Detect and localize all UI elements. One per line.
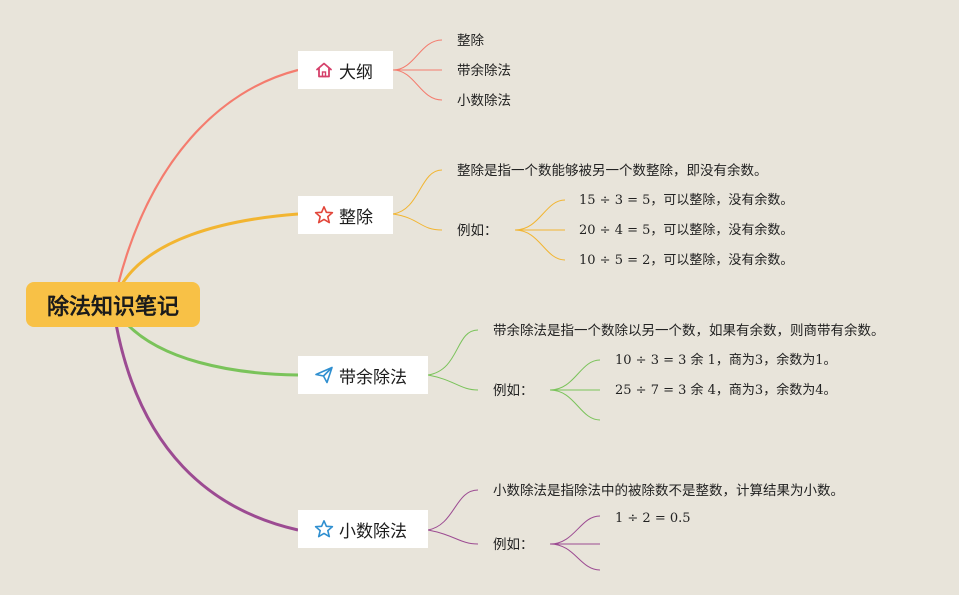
paper-plane-icon <box>314 365 334 385</box>
topic-remainder-label: 带余除法 <box>339 367 407 388</box>
exact-definition: 整除是指一个数能够被另一个数整除，即没有余数。 <box>457 163 768 179</box>
star-outline-icon <box>314 519 334 539</box>
decimal-example-label: 例如： <box>493 537 534 553</box>
topic-exact[interactable]: 整除 <box>298 196 393 234</box>
link-dec-eg-1 <box>549 515 601 545</box>
link-root-outline <box>116 68 299 286</box>
link-outline-3 <box>392 69 443 101</box>
link-rem-eg-3 <box>549 389 601 421</box>
house-icon <box>314 60 334 80</box>
outline-item-1: 整除 <box>457 33 484 49</box>
link-root-decimal <box>114 323 299 532</box>
topic-outline-label: 大纲 <box>339 62 373 83</box>
topic-decimal[interactable]: 小数除法 <box>298 510 428 548</box>
link-dec-eg-3 <box>549 543 601 571</box>
link-root-remainder <box>123 320 299 377</box>
link-exact-eg-1 <box>514 199 566 231</box>
link-exact-eg <box>392 213 443 231</box>
link-exact-eg-3 <box>514 229 566 261</box>
remainder-example-label: 例如： <box>493 383 534 399</box>
exact-example-2: 20 ÷ 4 = 5，可以整除，没有余数。 <box>579 223 794 238</box>
topic-outline[interactable]: 大纲 <box>298 51 393 89</box>
remainder-example-1: 10 ÷ 3 = 3 余 1，商为3，余数为1。 <box>615 353 837 368</box>
decimal-example-1: 1 ÷ 2 = 0.5 <box>615 511 691 526</box>
remainder-example-2: 25 ÷ 7 = 3 余 4，商为3，余数为4。 <box>615 383 837 398</box>
link-rem-eg-1 <box>549 359 601 391</box>
exact-example-label: 例如： <box>457 223 498 239</box>
exact-example-3: 10 ÷ 5 = 2，可以整除，没有余数。 <box>579 253 794 268</box>
root-topic[interactable]: 除法知识笔记 <box>26 282 200 327</box>
decimal-definition: 小数除法是指除法中的被除数不是整数，计算结果为小数。 <box>493 483 844 499</box>
link-rem-eg <box>427 374 479 391</box>
link-root-exact <box>120 212 299 285</box>
root-title: 除法知识笔记 <box>46 294 179 320</box>
outline-item-2: 带余除法 <box>457 63 511 79</box>
link-dec-def <box>427 489 479 531</box>
star-icon <box>314 205 334 225</box>
remainder-definition: 带余除法是指一个数除以另一个数，如果有余数，则商带有余数。 <box>493 323 885 339</box>
link-outline-1 <box>392 39 443 71</box>
outline-item-3: 小数除法 <box>457 93 511 109</box>
link-exact-def <box>392 169 443 215</box>
topic-remainder[interactable]: 带余除法 <box>298 356 428 394</box>
topic-decimal-label: 小数除法 <box>339 521 407 542</box>
link-dec-eg <box>427 529 479 545</box>
exact-example-1: 15 ÷ 3 = 5，可以整除，没有余数。 <box>579 193 794 208</box>
topic-exact-label: 整除 <box>339 207 373 228</box>
link-rem-def <box>427 329 479 376</box>
